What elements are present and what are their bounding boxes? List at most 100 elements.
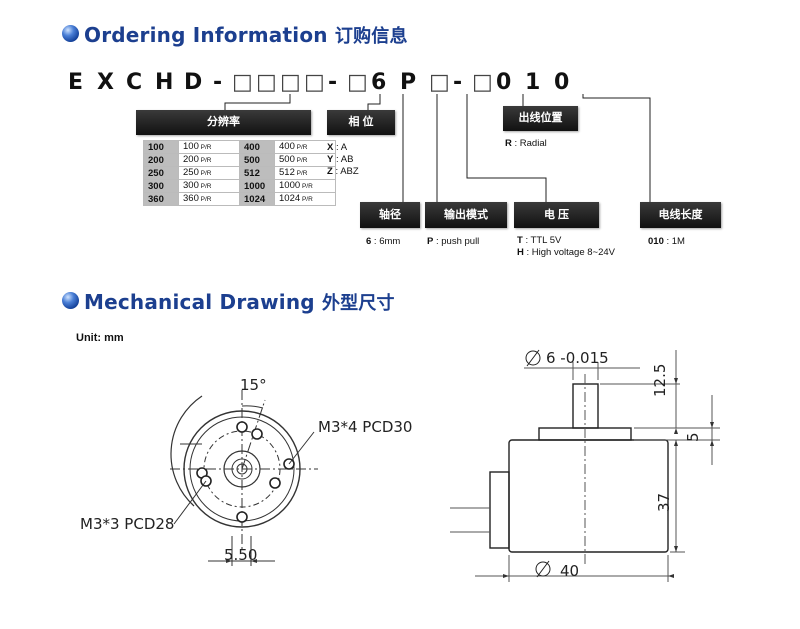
resolution-code: 250	[143, 166, 179, 180]
cell-text: 200	[183, 154, 199, 165]
cell-text: 100	[148, 141, 164, 153]
unit-suffix: P/R	[300, 183, 313, 190]
resolution-value: 1024 P/R	[274, 192, 336, 206]
resolution-code: 1000	[239, 179, 275, 193]
option-code: 6	[366, 236, 372, 247]
unit-suffix: P/R	[294, 157, 308, 164]
resolution-value: 250 P/R	[178, 166, 240, 180]
option-desc: : ABZ	[332, 166, 359, 177]
resolution-header: 分辨率	[136, 110, 311, 135]
option-code: 010	[648, 236, 664, 247]
option-desc: : High voltage 8~24V	[523, 247, 615, 258]
shaft-length-label: 12.5	[651, 363, 669, 397]
resolution-value: 300 P/R	[178, 179, 240, 193]
globe-bullet-icon	[62, 292, 79, 309]
model-char: -	[453, 70, 463, 95]
list-item: Y : AB	[327, 154, 359, 166]
output-list: P : push pull	[427, 236, 479, 248]
unit-suffix: P/R	[198, 157, 212, 164]
voltage-header: 电 压	[514, 202, 599, 228]
option-desc: : TTL 5V	[522, 235, 562, 246]
cell-text: 360	[183, 193, 199, 204]
option-code: Y	[327, 154, 334, 165]
unit-suffix: P/R	[198, 144, 212, 151]
list-item: T : TTL 5V	[517, 235, 615, 247]
option-code: H	[517, 247, 524, 258]
resolution-value: 200 P/R	[178, 153, 240, 167]
model-char: -	[213, 70, 223, 95]
resolution-code: 1024	[239, 192, 275, 206]
body-diameter-label: 40	[560, 562, 580, 580]
angle-15-label: 15°	[240, 376, 267, 394]
model-char: □	[429, 70, 450, 95]
unit-suffix: P/R	[294, 170, 308, 177]
body-height-label: 37	[655, 492, 673, 512]
boss-height-label: 5	[684, 432, 702, 442]
resolution-value: 100 P/R	[178, 140, 240, 154]
cell-text: 400	[279, 141, 295, 152]
resolution-code: 500	[239, 153, 275, 167]
phase-header: 相 位	[327, 110, 395, 135]
option-desc: : A	[333, 142, 348, 153]
cell-text: 200	[148, 154, 164, 166]
model-char: 0	[554, 70, 570, 95]
cable-position-list: R : Radial	[505, 138, 547, 150]
resolution-value: 360 P/R	[178, 192, 240, 206]
cable-length-list: 010 : 1M	[648, 236, 685, 248]
unit-suffix: P/R	[294, 144, 308, 151]
cell-text: 1000	[244, 180, 266, 192]
cell-text: 512	[244, 167, 260, 179]
cell-text: 250	[183, 167, 199, 178]
cell-text: 1000	[279, 180, 301, 191]
unit-suffix: P/R	[198, 183, 212, 190]
model-char: X	[97, 70, 114, 95]
side-view-drawing	[450, 349, 720, 582]
option-desc: : 1M	[663, 236, 685, 247]
connector-lines	[224, 94, 651, 202]
model-char: 6	[371, 70, 387, 95]
option-code: Z	[327, 166, 333, 177]
m3-3-pcd28-label: M3*3 PCD28	[80, 515, 175, 533]
output-header: 输出模式	[425, 202, 507, 228]
list-item: X : A	[327, 142, 359, 154]
list-item: R : Radial	[505, 138, 547, 150]
dim-550-label: 5.50	[224, 546, 258, 564]
model-char: E	[68, 70, 84, 95]
model-char: □	[472, 70, 493, 95]
resolution-code: 200	[143, 153, 179, 167]
model-char: □	[256, 70, 277, 95]
mechanical-title: Mechanical Drawing 外型尺寸	[84, 290, 395, 314]
option-code: X	[327, 142, 334, 153]
list-item: 6 : 6mm	[366, 236, 400, 248]
unit-suffix: P/R	[300, 196, 313, 203]
option-desc: : push pull	[433, 236, 480, 247]
cell-text: 360	[148, 193, 164, 205]
cell-text: 250	[148, 167, 164, 179]
globe-bullet-icon	[62, 25, 79, 42]
model-char: □	[347, 70, 368, 95]
m3-4-pcd30-label: M3*4 PCD30	[318, 418, 413, 436]
option-code: P	[427, 236, 434, 247]
cell-text: 100	[183, 141, 199, 152]
model-char: P	[400, 70, 417, 95]
list-item: 010 : 1M	[648, 236, 685, 248]
resolution-value: 1000 P/R	[274, 179, 336, 193]
shaft-list: 6 : 6mm	[366, 236, 400, 248]
cell-text: 400	[244, 141, 260, 153]
cell-text: 1024	[279, 193, 301, 204]
model-char: -	[328, 70, 338, 95]
list-item: Z : ABZ	[327, 166, 359, 178]
resolution-code: 100	[143, 140, 179, 154]
front-view-drawing	[170, 390, 318, 566]
cable-position-header: 出线位置	[503, 106, 578, 131]
cell-text: 1024	[244, 193, 266, 205]
model-char: 0	[496, 70, 512, 95]
model-char: 1	[525, 70, 541, 95]
